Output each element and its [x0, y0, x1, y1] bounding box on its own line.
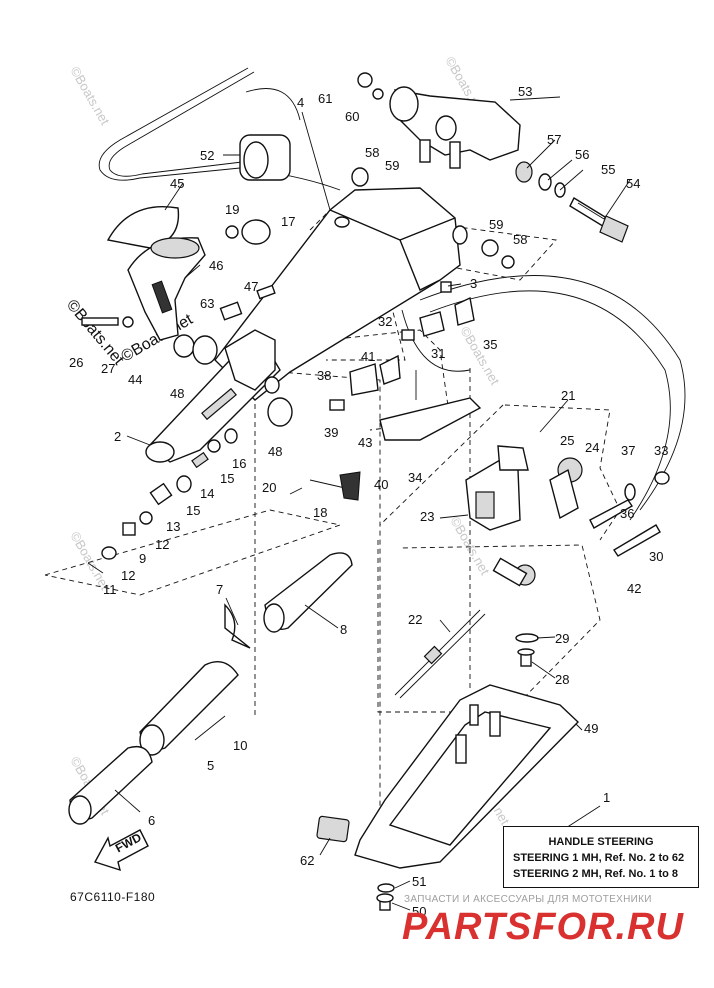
callout: 2: [114, 429, 121, 444]
callout: 59: [489, 217, 503, 232]
callout: 25: [560, 433, 574, 448]
cable-ends: [589, 471, 670, 557]
callout: 44: [128, 372, 142, 387]
callout: 14: [200, 486, 214, 501]
callout: 55: [601, 162, 615, 177]
callout: 58: [365, 145, 379, 160]
callout: 13: [166, 519, 180, 534]
callout: 5: [207, 758, 214, 773]
note-line: STEERING 1 MH, Ref. No. 2 to 62: [513, 852, 685, 864]
callout: 12: [155, 537, 169, 552]
callout: 11: [103, 582, 117, 597]
callout: 50: [412, 904, 426, 919]
callout: 10: [233, 738, 247, 753]
callout: 47: [244, 279, 258, 294]
callout: 51: [412, 874, 426, 889]
callout: 6: [148, 813, 155, 828]
callout: 3: [470, 276, 477, 291]
callout: 18: [313, 505, 327, 520]
callout: 42: [627, 581, 641, 596]
note-title: HANDLE STEERING: [548, 836, 654, 848]
callout: 36: [620, 506, 634, 521]
callout: 46: [209, 258, 223, 273]
diagram-code: 67C6110-F180: [70, 890, 156, 904]
bracket-parts: [329, 296, 482, 441]
bushings: [192, 335, 293, 427]
callout: 26: [69, 355, 83, 370]
tiller-handle: [145, 329, 281, 463]
callout: 59: [385, 158, 399, 173]
shop-banner: ЗАПЧАСТИ И АКСЕССУАРЫ ДЛЯ МОТОТЕХНИКИ: [404, 894, 652, 905]
callout-labels: 1 2 3 4 5 6 7 8 9 10 11 12 12 13 14 15 1…: [69, 84, 668, 919]
callout: 48: [268, 444, 282, 459]
callout: 37: [621, 443, 635, 458]
callout: 7: [216, 582, 223, 597]
tiller-bracket: [389, 86, 521, 169]
small-parts: [87, 428, 238, 574]
throttle-link: [394, 445, 583, 699]
callout: 1: [603, 790, 610, 805]
callout: 54: [626, 176, 640, 191]
callout: 15: [186, 503, 200, 518]
callout: 28: [555, 672, 569, 687]
callout: 58: [513, 232, 527, 247]
grip-parts: [68, 552, 353, 825]
callout: 49: [584, 721, 598, 736]
callout: 43: [358, 435, 372, 450]
callout: 61: [318, 91, 332, 106]
callout: 63: [200, 296, 214, 311]
callout: 62: [300, 853, 314, 868]
callout: 22: [408, 612, 422, 627]
callout: 45: [170, 176, 184, 191]
handle-steering-note: HANDLE STEERING STEERING 1 MH, Ref. No. …: [503, 826, 699, 888]
callout: 40: [374, 477, 388, 492]
callout: 23: [420, 509, 434, 524]
callout: 32: [378, 314, 392, 329]
watermark: ©Boats.net: [457, 324, 502, 388]
callout: 9: [139, 551, 146, 566]
callout: 19: [225, 202, 239, 217]
callout: 12: [121, 568, 135, 583]
note-line: STEERING 2 MH, Ref. No. 1 to 8: [513, 868, 679, 880]
callout: 41: [361, 349, 375, 364]
throttle-grip: [106, 206, 206, 358]
callout: 57: [547, 132, 561, 147]
callout: 38: [317, 368, 331, 383]
shop-logo[interactable]: PARTSFOR.RU: [402, 906, 684, 948]
stop-switch: [316, 815, 350, 843]
callout: 17: [281, 214, 295, 229]
misc-parts: [81, 72, 515, 501]
callout: 27: [101, 361, 115, 376]
leader-lines: [114, 96, 631, 911]
callout: 56: [575, 147, 589, 162]
assembly-outlines: [44, 209, 621, 845]
cables: [98, 67, 686, 521]
callout: 15: [220, 471, 234, 486]
callout: 16: [232, 456, 246, 471]
callout: 52: [200, 148, 214, 163]
callout: 29: [555, 631, 569, 646]
callout: 20: [262, 480, 276, 495]
callout: 33: [654, 443, 668, 458]
cover-screw: [376, 883, 395, 911]
callout: 48: [170, 386, 184, 401]
callout: 21: [561, 388, 575, 403]
forward-arrow-icon: [93, 829, 149, 872]
callout: 35: [483, 337, 497, 352]
callout: 60: [345, 109, 359, 124]
callout: 4: [297, 95, 304, 110]
watermark: ©Boats.net: [67, 64, 112, 128]
callout: 53: [518, 84, 532, 99]
callout: 34: [408, 470, 422, 485]
lower-cover: [354, 684, 580, 869]
callout: 39: [324, 425, 338, 440]
callout: 30: [649, 549, 663, 564]
callout: 24: [585, 440, 599, 455]
callout: 8: [340, 622, 347, 637]
callout: 31: [431, 346, 445, 361]
